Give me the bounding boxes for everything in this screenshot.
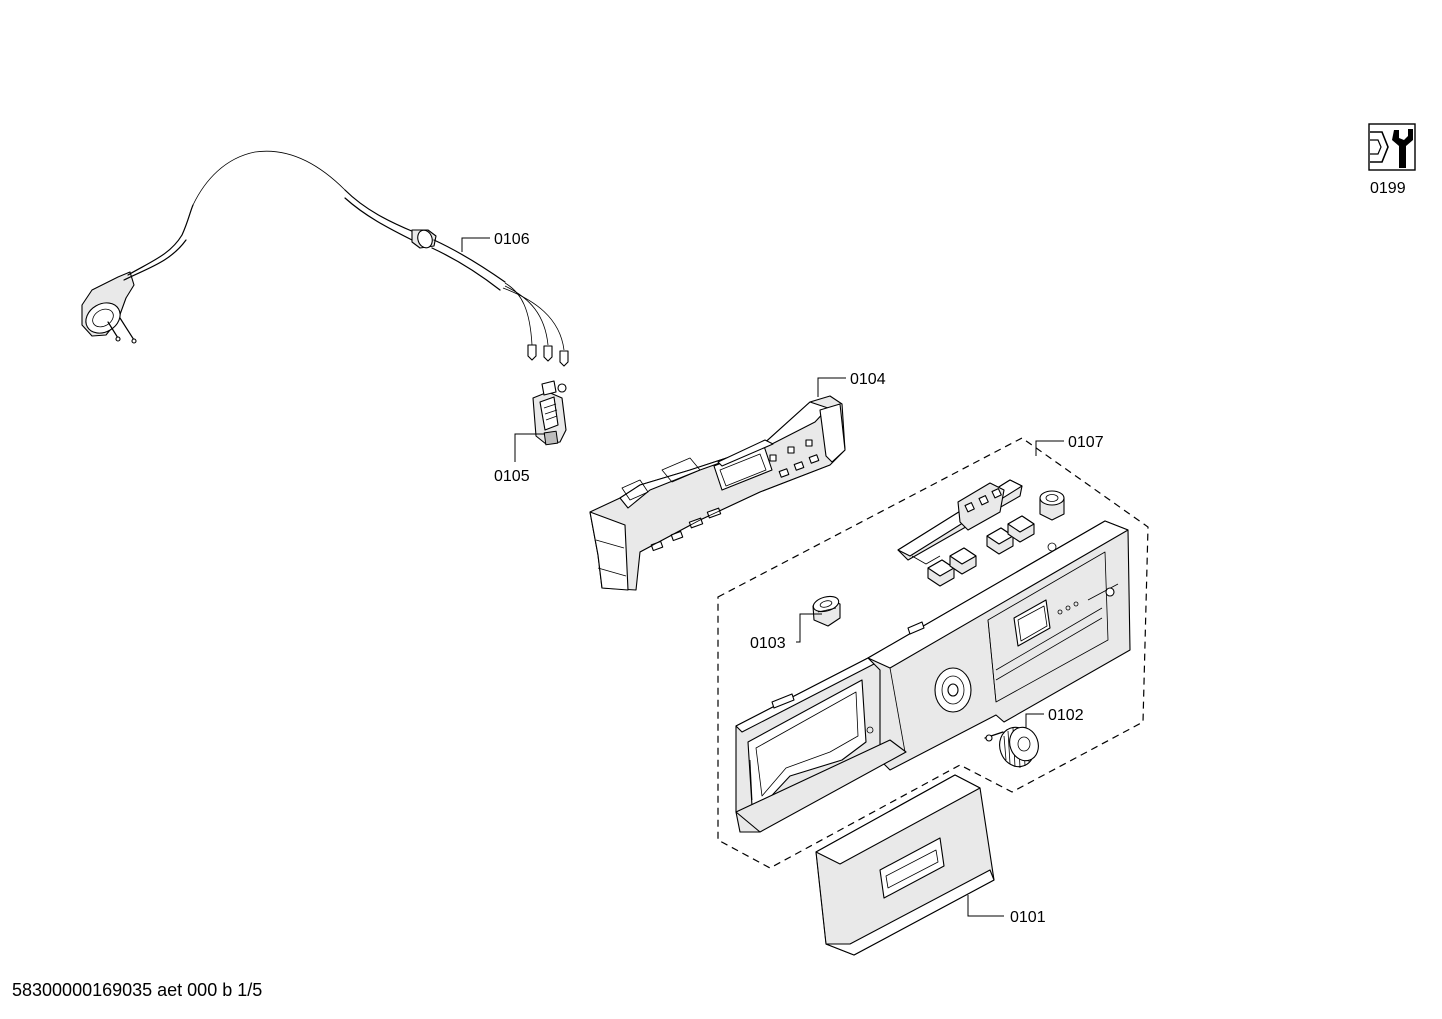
rotary-knob-part-0102[interactable] [984, 722, 1043, 771]
power-cable-part-0106[interactable] [80, 150, 569, 367]
svg-text:0199: 0199 [1370, 180, 1406, 197]
svg-text:0107: 0107 [1068, 434, 1104, 451]
label-0104: 0104 [817, 371, 886, 397]
label-0105: 0105 [494, 433, 545, 485]
control-panel-fascia[interactable] [735, 520, 1131, 833]
svg-text:0103: 0103 [750, 635, 786, 652]
wrench-nut-icon [1368, 123, 1416, 171]
button-set-part-0107[interactable] [897, 479, 1065, 587]
connector-part-0105[interactable] [532, 380, 567, 446]
document-code: 58300000169035 aet 000 b 1/5 [12, 980, 263, 1000]
label-0107: 0107 [1035, 434, 1104, 456]
drawer-handle-part-0101[interactable] [815, 774, 995, 956]
control-panel-group-0107 [717, 437, 1149, 869]
label-0102: 0102 [1025, 707, 1084, 728]
label-0101: 0101 [967, 895, 1046, 926]
svg-text:0104: 0104 [850, 371, 886, 388]
svg-text:0106: 0106 [494, 231, 530, 248]
label-0199: 0199 [1370, 180, 1406, 197]
module-housing-part-0104[interactable] [589, 395, 846, 591]
svg-text:0101: 0101 [1010, 909, 1046, 926]
program-button-part-0103[interactable] [812, 594, 841, 627]
label-0103: 0103 [750, 613, 822, 652]
label-0106: 0106 [461, 231, 530, 252]
svg-text:0105: 0105 [494, 468, 530, 485]
svg-text:0102: 0102 [1048, 707, 1084, 724]
